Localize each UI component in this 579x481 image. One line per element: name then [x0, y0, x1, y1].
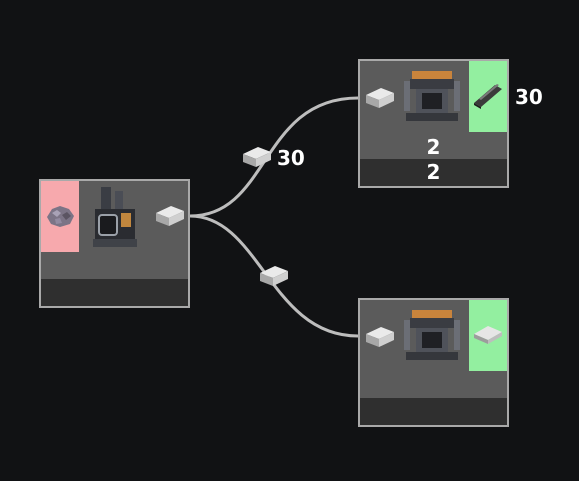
- iron-ingot-icon: [366, 88, 394, 108]
- output-slot[interactable]: [469, 300, 507, 371]
- output-slot[interactable]: [469, 61, 507, 132]
- iron-rod-icon: [474, 84, 502, 109]
- iron-ingot-icon: [243, 147, 271, 167]
- footer-count: 2: [426, 160, 441, 184]
- iron-ingot-icon: [366, 327, 394, 347]
- iron-ore-icon: [47, 206, 74, 227]
- press-machine-icon: [404, 71, 460, 121]
- node-footer: [41, 279, 188, 306]
- machine-count: 2: [426, 135, 441, 159]
- edge-rate-label: 30: [277, 146, 305, 170]
- iron-plate-icon: [474, 326, 502, 344]
- crusher-machine-icon: [93, 187, 137, 247]
- source-recipe-node[interactable]: [39, 179, 190, 308]
- top-recipe-node[interactable]: 2 2: [358, 59, 509, 188]
- bottom-recipe-node[interactable]: [358, 298, 509, 427]
- output-rate-label: 30: [515, 85, 543, 109]
- input-slot[interactable]: [41, 181, 79, 252]
- iron-ingot-icon: [156, 206, 184, 226]
- press-machine-icon: [404, 310, 460, 360]
- node-footer: [360, 398, 507, 425]
- edge-badge-bottom: [257, 263, 291, 289]
- edge-badge-top: 30: [240, 142, 320, 172]
- node-footer: 2: [360, 159, 507, 186]
- iron-ingot-icon: [260, 266, 288, 286]
